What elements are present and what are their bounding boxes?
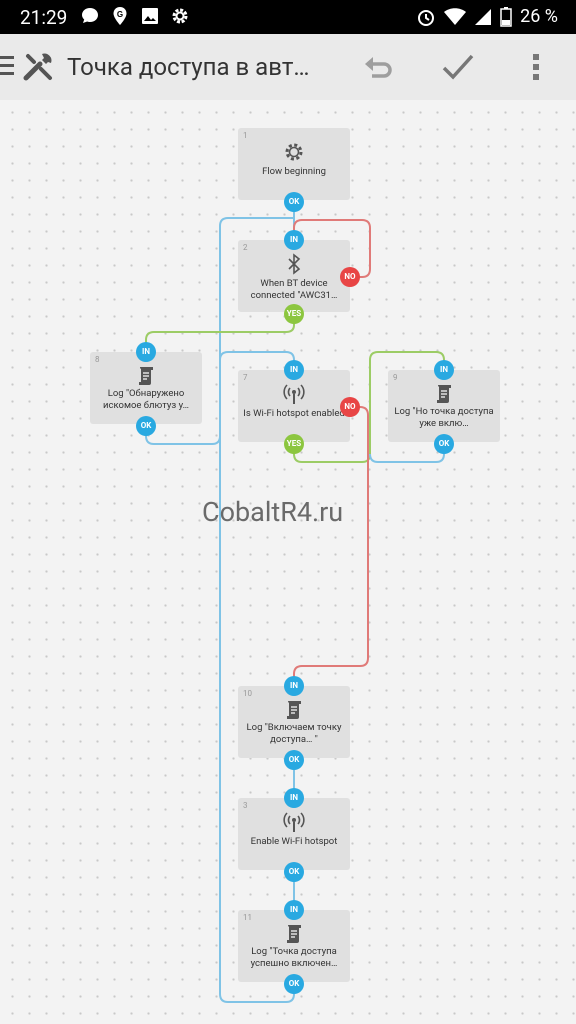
wifi-icon (444, 7, 467, 25)
block-label: Log "Но точка доступа уже вклю… (394, 406, 494, 429)
block-number: 9 (393, 373, 398, 382)
wire-hotspot-yes-to-log9 (293, 351, 445, 463)
block-label: Is Wi-Fi hotspot enabled (243, 408, 345, 419)
flow-block-log-9[interactable]: 9 Log "Но точка доступа уже вклю… (388, 370, 500, 442)
gear-icon (285, 143, 303, 161)
block-number: 11 (243, 913, 252, 922)
port-ok[interactable]: OK (284, 192, 304, 212)
flow-block-log-8[interactable]: 8 Log "Обнаружено искомое блютуз у… (90, 352, 202, 424)
undo-icon[interactable] (362, 50, 396, 84)
block-number: 2 (243, 243, 248, 252)
flow-block-log-11[interactable]: 11 Log "Точка доступа успешно включен… (238, 910, 350, 982)
log-scroll-icon (437, 385, 451, 403)
flow-block-bt-connected[interactable]: 2 When BT device connected "AWC31… (238, 240, 350, 312)
port-ok[interactable]: OK (284, 750, 304, 770)
port-in[interactable]: IN (284, 230, 304, 250)
port-yes[interactable]: YES (284, 304, 304, 324)
block-label: Flow beginning (262, 166, 326, 177)
port-in[interactable]: IN (284, 788, 304, 808)
hotspot-icon (283, 812, 305, 832)
tools-icon[interactable] (22, 50, 56, 84)
svg-text:G: G (117, 10, 123, 19)
menu-icon[interactable] (0, 56, 14, 78)
log-scroll-icon (139, 367, 153, 385)
block-label: When BT device connected "AWC31… (250, 278, 338, 301)
image-icon (142, 8, 158, 24)
location-g-icon: G (113, 7, 127, 25)
wire-start-to-bt (219, 202, 295, 1003)
wire-bt-yes-to-log8 (145, 314, 295, 352)
wire-hotspot-no-to-log10 (293, 406, 369, 686)
settings-gear-icon (172, 8, 188, 24)
log-scroll-icon (287, 925, 301, 943)
port-ok[interactable]: OK (434, 434, 454, 454)
port-in[interactable]: IN (284, 360, 304, 380)
port-no[interactable]: NO (340, 267, 360, 287)
signal-icon (475, 8, 492, 25)
status-bar: 21:29 G 26 % (0, 0, 576, 34)
flow-block-log-10[interactable]: 10 Log "Включаем точку доступа… " (238, 686, 350, 758)
port-in[interactable]: IN (284, 676, 304, 696)
log-scroll-icon (287, 701, 301, 719)
status-time: 21:29 (20, 6, 68, 29)
chat-icon (82, 8, 98, 23)
port-yes[interactable]: YES (284, 434, 304, 454)
block-number: 1 (243, 131, 248, 140)
checkmark-icon[interactable] (440, 50, 476, 84)
wire-log9-ok (369, 444, 445, 463)
port-ok[interactable]: OK (284, 862, 304, 882)
block-number: 7 (243, 373, 248, 382)
alarm-icon (418, 9, 435, 26)
battery-icon (500, 6, 512, 27)
port-ok[interactable]: OK (136, 416, 156, 436)
flow-block-start[interactable]: 1 Flow beginning (238, 128, 350, 200)
port-in[interactable]: IN (284, 900, 304, 920)
more-vert-icon[interactable] (531, 52, 541, 82)
page-title: Точка доступа в авт… (67, 53, 310, 81)
port-ok[interactable]: OK (284, 974, 304, 994)
toolbar: Точка доступа в авт… (0, 34, 576, 100)
port-in[interactable]: IN (434, 360, 454, 380)
hotspot-icon (283, 384, 305, 404)
battery-percent: 26 % (520, 6, 558, 27)
watermark-text: CobaltR4.ru (202, 496, 344, 528)
block-number: 8 (95, 355, 100, 364)
bluetooth-icon (288, 253, 301, 275)
wire-log8-to-hotspot (145, 351, 295, 445)
block-number: 3 (243, 801, 248, 810)
block-label: Log "Точка доступа успешно включен… (250, 946, 338, 969)
block-label: Log "Включаем точку доступа… " (246, 722, 342, 745)
block-number: 10 (243, 689, 252, 698)
port-no[interactable]: NO (340, 397, 360, 417)
wire-bt-no-loop (293, 219, 371, 278)
flow-block-enable-hotspot[interactable]: 3 Enable Wi-Fi hotspot (238, 798, 350, 870)
flow-block-hotspot-check[interactable]: 7 Is Wi-Fi hotspot enabled (238, 370, 350, 442)
block-label: Enable Wi-Fi hotspot (250, 836, 338, 847)
port-in[interactable]: IN (136, 342, 156, 362)
block-label: Log "Обнаружено искомое блютуз у… (103, 388, 189, 411)
